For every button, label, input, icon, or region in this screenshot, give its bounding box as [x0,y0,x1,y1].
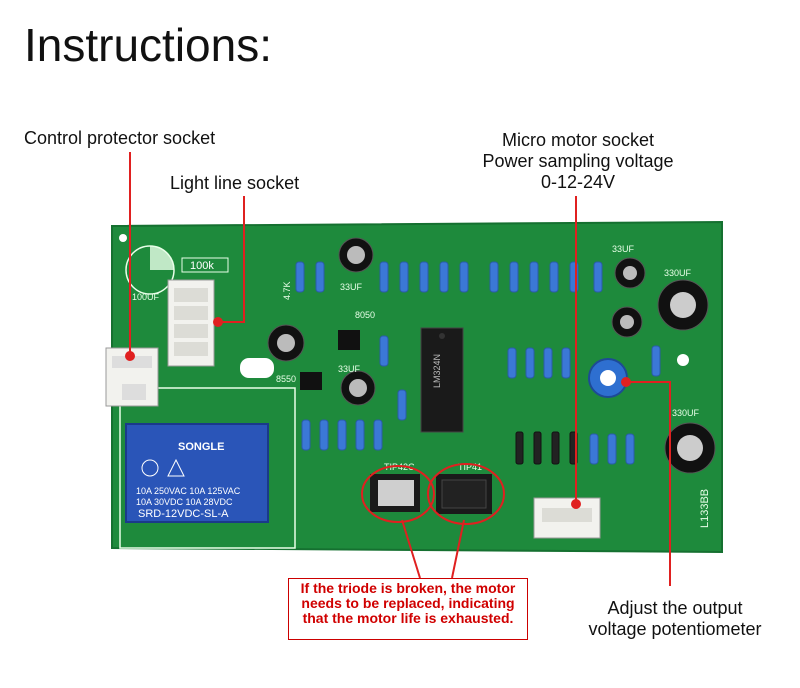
micro-motor-label: Micro motor socket Power sampling voltag… [468,130,688,193]
ic-label: LM324N [432,354,442,388]
transistor-8550-label: 8550 [276,374,296,384]
cap-33uf-label-3: 33UF [612,244,635,254]
resistor-row-bottom [301,419,635,465]
micro-motor-line-1: Micro motor socket [501,130,655,150]
adjust-potentiometer-label: Adjust the output voltage potentiometer [572,598,778,640]
cap-100uf-label: 100UF [132,292,160,302]
ic-chip [420,327,464,433]
micro-motor-line-3: 0-12-24V [540,172,616,192]
resistor-row-mid [379,335,661,421]
cap-330uf-label-2: 330UF [672,408,700,418]
micro-motor-line-2: Power sampling voltage [482,151,674,171]
relay [125,423,269,523]
resistor-47k-label: 4.7K [282,281,292,300]
transistor-8050-label: 8050 [355,310,375,320]
triode-warning-note: If the triode is broken, the motor needs… [288,578,528,640]
relay-model: SRD-12VDC-SL-A [138,508,229,520]
triode-2-label: TIP41 [458,462,482,472]
control-protector-label: Control protector socket [24,128,216,148]
triode-highlight-circles [361,463,505,525]
cap-330uf-label-1: 330UF [664,268,692,278]
cap-33uf-label-1: 33UF [340,282,363,292]
adjust-line-2: voltage potentiometer [588,619,762,639]
resistor-row-top [295,261,603,293]
relay-ratings-1: 10A 250VAC 10A 125VAC [136,486,241,496]
annotation-lines [129,152,671,586]
relay-brand: SONGLE [178,441,224,453]
relay-ratings-2: 10A 30VDC 10A 28VDC [136,497,233,507]
resistor-100k-label: 100k [190,260,214,272]
light-line-label: Light line socket [170,173,300,193]
cap-33uf-label-2: 33UF [338,364,361,374]
page-title: Instructions: [24,19,272,71]
board-id: L133BB [699,489,711,528]
annotation-dots [125,317,631,509]
adjust-line-1: Adjust the output [607,598,743,618]
